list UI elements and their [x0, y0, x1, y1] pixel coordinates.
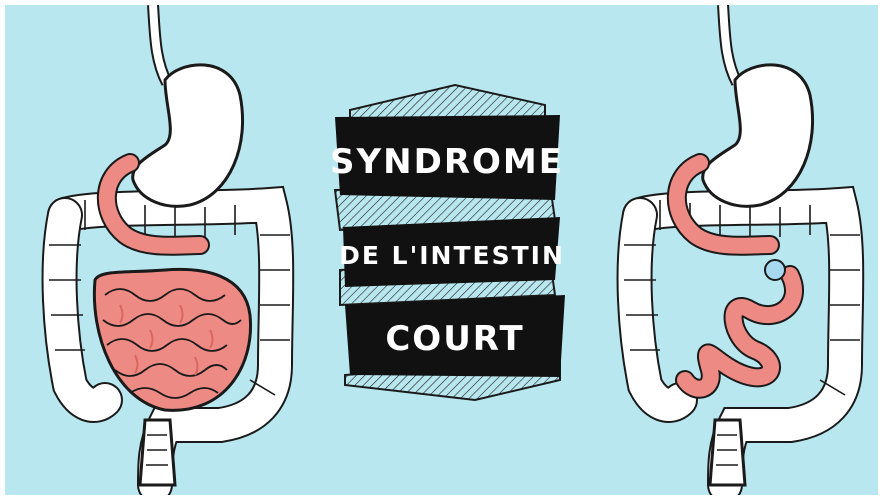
short-bowel-digestive-system — [624, 5, 860, 485]
illustration: SYNDROME DE L'INTESTIN COURT — [5, 5, 878, 495]
healthy-digestive-system — [49, 5, 290, 485]
stomach-left — [133, 65, 243, 206]
stomach-right — [703, 65, 813, 206]
rectum-right — [710, 420, 745, 485]
title-line-3: COURT — [385, 319, 524, 359]
rectum-left — [140, 420, 175, 485]
title-line-2: DE L'INTESTIN — [339, 241, 565, 270]
illustration-frame: SYNDROME DE L'INTESTIN COURT — [5, 5, 878, 495]
short-small-intestine-right — [685, 260, 794, 389]
title-banner: SYNDROME DE L'INTESTIN COURT — [330, 85, 565, 400]
title-line-1: SYNDROME — [330, 142, 564, 182]
